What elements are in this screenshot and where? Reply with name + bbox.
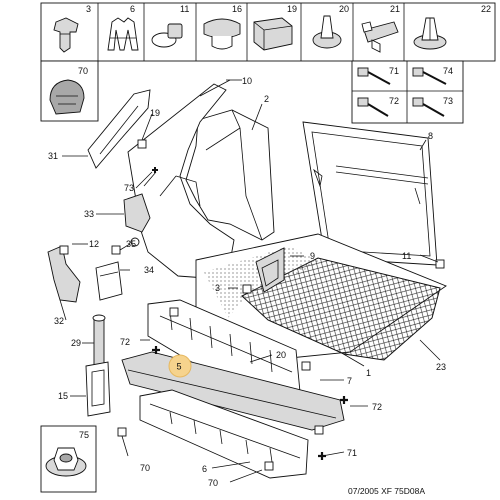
side-cell-70[interactable]: 70 bbox=[40, 60, 99, 122]
expanding-rivet-icon bbox=[413, 17, 447, 50]
callout-33: 33 bbox=[84, 209, 94, 219]
flange-nut-icon bbox=[45, 447, 87, 477]
screw-icon bbox=[357, 67, 391, 85]
callout-72a: 72 bbox=[120, 337, 130, 347]
cell-number: 21 bbox=[390, 4, 400, 14]
cell-number: 72 bbox=[389, 96, 399, 106]
header-cell-20[interactable]: 20 bbox=[312, 4, 349, 49]
callout-19: 19 bbox=[150, 108, 160, 118]
cell-number: 74 bbox=[443, 66, 453, 76]
header-cell-21[interactable]: 21 bbox=[361, 4, 400, 53]
callout-32: 32 bbox=[54, 316, 64, 326]
cell-number: 73 bbox=[443, 96, 453, 106]
clip-icon bbox=[53, 17, 79, 53]
cargo-net[interactable] bbox=[241, 257, 441, 361]
push-clip-icon bbox=[203, 18, 241, 50]
callout-23: 23 bbox=[436, 362, 446, 372]
screw-grid[interactable]: 71 74 72 73 bbox=[351, 60, 464, 124]
header-cell-16[interactable]: 16 bbox=[203, 4, 242, 50]
callout-label: 10 bbox=[242, 76, 252, 86]
cell-number: 11 bbox=[180, 4, 189, 14]
screw-icon bbox=[412, 67, 447, 85]
header-cell-22[interactable]: 22 bbox=[413, 4, 491, 50]
cell-number: 20 bbox=[339, 4, 349, 14]
callout-7: 7 bbox=[347, 376, 352, 386]
callout-9: 9 bbox=[310, 251, 315, 261]
callout-8: 8 bbox=[428, 131, 433, 141]
mount-bracket[interactable] bbox=[95, 261, 123, 301]
side-trim-panel[interactable] bbox=[185, 109, 275, 241]
cell-number: 75 bbox=[79, 430, 89, 440]
stud-clip-icon bbox=[361, 21, 399, 53]
cell-number: 6 bbox=[130, 4, 135, 14]
callout-29: 29 bbox=[71, 338, 81, 348]
retainer-clip-icon bbox=[107, 17, 139, 51]
callout-70a: 70 bbox=[140, 463, 150, 473]
callout-5: 5 bbox=[177, 362, 182, 372]
callout-34: 34 bbox=[144, 265, 154, 275]
cell-number: 22 bbox=[481, 4, 491, 14]
callout-12: 12 bbox=[89, 239, 99, 249]
grommet-icon bbox=[49, 79, 85, 115]
callout-1: 1 bbox=[366, 368, 371, 378]
square-clip-icon bbox=[253, 17, 293, 51]
callout-73: 73 bbox=[124, 183, 134, 193]
callout-15: 15 bbox=[58, 391, 68, 401]
cell-number: 70 bbox=[78, 66, 88, 76]
header-cell-19[interactable]: 19 bbox=[253, 4, 297, 51]
cell-number: 3 bbox=[86, 4, 91, 14]
callout-70b: 70 bbox=[208, 478, 218, 488]
cable-tie-icon bbox=[151, 23, 183, 48]
callout-71: 71 bbox=[347, 448, 357, 458]
callout-5-highlight[interactable]: 5 bbox=[168, 354, 192, 378]
clip-markers bbox=[59, 139, 445, 471]
cell-number: 71 bbox=[389, 66, 399, 76]
callout-6: 6 bbox=[202, 464, 207, 474]
callout-2: 2 bbox=[264, 94, 269, 104]
rivet-icon bbox=[312, 15, 342, 49]
quarter-trim-panel[interactable] bbox=[127, 83, 235, 279]
callout-3: 3 bbox=[215, 283, 220, 293]
cell-number: 16 bbox=[232, 4, 242, 14]
side-bracket[interactable] bbox=[123, 193, 151, 233]
lower-rail[interactable] bbox=[139, 389, 309, 479]
nut-cell-75[interactable]: 75 bbox=[40, 425, 97, 493]
callout-35: 35 bbox=[126, 239, 136, 249]
cell-number: 19 bbox=[287, 4, 297, 14]
screw-icon bbox=[357, 97, 389, 117]
callout-31: 31 bbox=[48, 151, 58, 161]
sill-plate[interactable] bbox=[255, 247, 285, 293]
callout-11: 11 bbox=[402, 251, 411, 261]
screw-icon bbox=[412, 97, 445, 117]
header-cell-6[interactable]: 6 bbox=[107, 4, 139, 51]
drawing-reference: 07/2005 XF 75D08A bbox=[348, 486, 425, 496]
header-cell-3[interactable]: 3 bbox=[53, 4, 91, 53]
callout-labels: 1 10 2 8 19 31 73 33 12 35 34 32 29 15 7… bbox=[48, 76, 446, 488]
hinge-bracket[interactable] bbox=[85, 361, 111, 417]
callout-72b: 72 bbox=[372, 402, 382, 412]
header-cell-11[interactable]: 11 bbox=[151, 4, 189, 48]
callout-20: 20 bbox=[276, 350, 286, 360]
leader-lines bbox=[59, 79, 441, 483]
upper-pillar-trim[interactable] bbox=[87, 89, 151, 169]
